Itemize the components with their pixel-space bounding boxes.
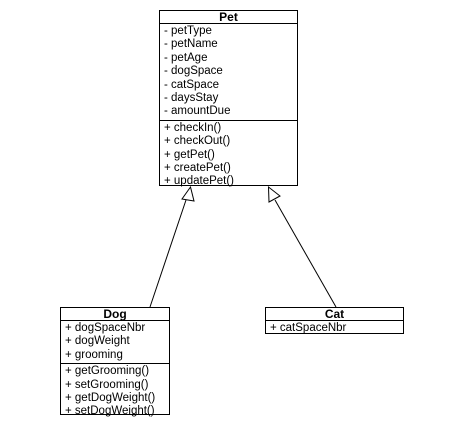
class-pet-operations: + checkIn() + checkOut() + getPet() + cr…	[160, 119, 297, 190]
operation-check-out: + checkOut()	[164, 135, 231, 148]
operation-update-pet: + updatePet()	[164, 175, 235, 188]
attribute-dog-weight: + dogWeight	[65, 335, 130, 348]
class-name-dog: Dog	[61, 308, 169, 321]
generalization-line-cat	[274, 199, 337, 308]
operation-check-in: + checkIn()	[164, 121, 222, 134]
class-cat[interactable]: Cat + catSpaceNbr	[265, 307, 404, 334]
operation-get-grooming: + getGrooming()	[65, 365, 150, 378]
attribute-amount-due: - amountDue	[164, 105, 231, 118]
class-name-cat: Cat	[266, 308, 403, 321]
generalization-cat-to-pet	[267, 185, 337, 308]
attribute-dog-space-nbr: + dogSpaceNbr	[65, 322, 146, 334]
generalization-line-dog	[149, 199, 187, 308]
attribute-days-stay: - daysStay	[164, 91, 219, 104]
operation-get-pet: + getPet()	[164, 148, 215, 161]
operation-get-dog-weight: + getDogWeight()	[65, 391, 156, 404]
generalization-dog-to-pet	[149, 185, 195, 308]
class-cat-attributes: + catSpaceNbr	[266, 321, 403, 336]
class-name-pet: Pet	[160, 11, 297, 24]
attribute-pet-age: - petAge	[164, 51, 208, 64]
class-pet-attributes: - petType - petName - petAge - dogSpace …	[160, 24, 297, 120]
attribute-cat-space-nbr: + catSpaceNbr	[270, 322, 347, 334]
operation-set-grooming: + setGrooming()	[65, 378, 149, 391]
class-dog-attributes: + dogSpaceNbr + dogWeight + grooming	[61, 321, 169, 363]
generalization-arrowhead-cat	[267, 185, 281, 203]
class-dog-operations: + getGrooming() + setGrooming() + getDog…	[61, 363, 169, 420]
attribute-pet-name: - petName	[164, 38, 218, 51]
attribute-pet-type: - petType	[164, 25, 212, 37]
class-pet[interactable]: Pet - petType - petName - petAge - dogSp…	[159, 10, 298, 187]
operation-create-pet: + createPet()	[164, 161, 231, 174]
attribute-grooming: + grooming	[65, 348, 123, 361]
operation-set-dog-weight: + setDogWeight()	[65, 405, 155, 418]
class-dog[interactable]: Dog + dogSpaceNbr + dogWeight + grooming…	[60, 307, 170, 417]
attribute-cat-space: - catSpace	[164, 78, 219, 91]
generalization-arrowhead-dog	[181, 185, 195, 202]
attribute-dog-space: - dogSpace	[164, 65, 223, 78]
